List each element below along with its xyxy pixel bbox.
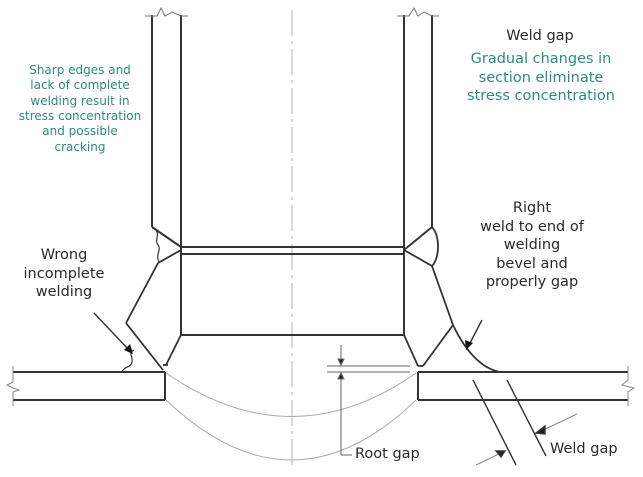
- weld-gap-dimension: [472, 379, 578, 466]
- right-note-line: section eliminate: [478, 69, 604, 86]
- right-weld-label-line: weld to end of: [480, 218, 584, 235]
- left-horizontal-plate: [5, 366, 166, 406]
- left-note-line: welding result in: [30, 93, 130, 108]
- right-weld-label-line: Right: [512, 200, 552, 216]
- right-horizontal-plate: [417, 366, 636, 406]
- right-weld-label-line: properly gap: [485, 274, 579, 291]
- wrong-weld-leader: [93, 312, 133, 354]
- right-note-line: Gradual changes in: [470, 51, 612, 67]
- left-vertical-plate: [145, 6, 188, 335]
- left-note-line: stress concentration: [18, 109, 142, 124]
- root-gap-label: Root gap: [355, 446, 420, 462]
- right-note: Gradual changes in section eliminate str…: [446, 50, 636, 106]
- right-weld-leader: [465, 319, 483, 350]
- left-note-line: and possible: [42, 124, 118, 139]
- right-note-line: stress concentration: [467, 88, 615, 105]
- left-note: Sharp edges and lack of complete welding…: [0, 63, 160, 155]
- wrong-weld-label-line: Wrong: [40, 247, 88, 263]
- right-vertical-plate: [397, 6, 439, 335]
- arc-outer: [165, 399, 417, 461]
- left-note-line: cracking: [54, 139, 106, 154]
- right-weld: [403, 226, 501, 373]
- inner-block: [181, 246, 404, 336]
- arc-inner: [165, 372, 417, 417]
- wrong-weld: [121, 229, 182, 373]
- wrong-weld-label-line: incomplete: [23, 265, 105, 282]
- left-note-line: lack of complete: [30, 78, 130, 93]
- weld-gap-bottom-label: Weld gap: [550, 441, 618, 457]
- top-right-heading: Weld gap: [506, 28, 574, 44]
- right-weld-label-line: bevel and: [496, 255, 568, 272]
- wrong-weld-label-line: welding: [35, 284, 93, 301]
- left-note-line: Sharp edges and: [29, 63, 131, 77]
- root-gap-dimension: [327, 345, 410, 456]
- right-weld-label: Right weld to end of welding bevel and p…: [462, 199, 602, 292]
- wrong-weld-label: Wrong incomplete welding: [0, 246, 128, 302]
- right-weld-label-line: welding: [503, 237, 561, 254]
